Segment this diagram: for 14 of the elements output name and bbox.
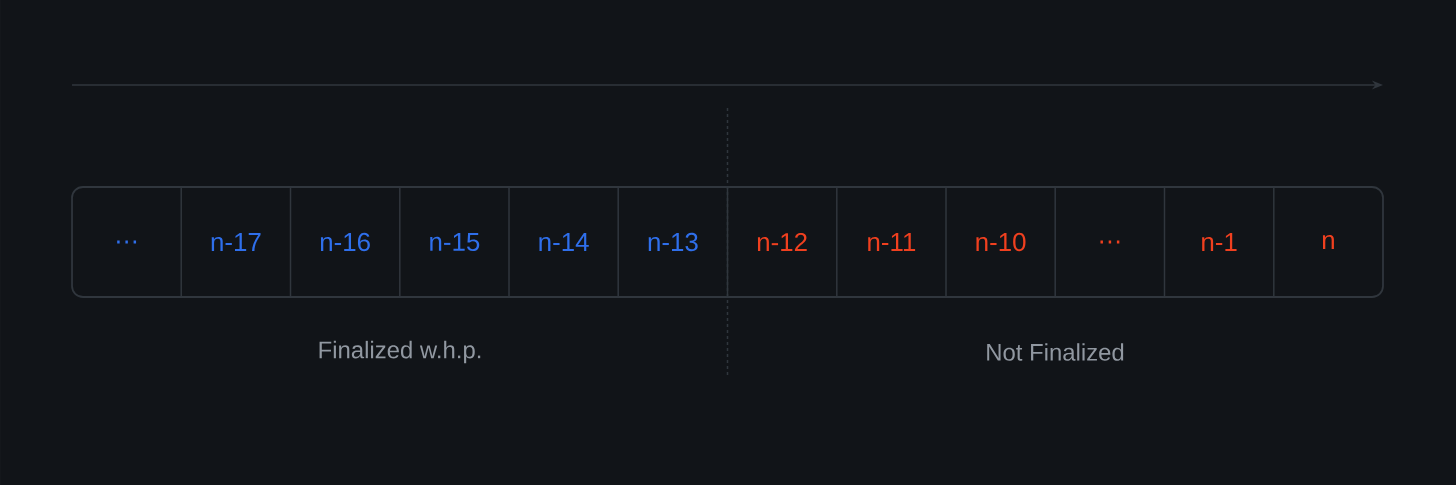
block-number: … bbox=[1100, 240, 1120, 244]
block-number: n-10 bbox=[976, 232, 1026, 252]
block-number: … bbox=[117, 240, 137, 244]
section-label: Finalized w.h.p. bbox=[319, 340, 481, 364]
block-number: n-17 bbox=[211, 233, 261, 251]
block-number: n-16 bbox=[320, 232, 370, 252]
block-number: n-13 bbox=[648, 232, 698, 252]
block-number: n-15 bbox=[430, 232, 480, 252]
block-number: n-11 bbox=[868, 233, 916, 251]
block-number: n bbox=[1322, 235, 1334, 249]
block-number: n-1 bbox=[1202, 233, 1237, 251]
block-number: n-14 bbox=[539, 233, 589, 251]
section-label: Not Finalized bbox=[987, 343, 1124, 361]
block-number: n-12 bbox=[757, 232, 807, 252]
